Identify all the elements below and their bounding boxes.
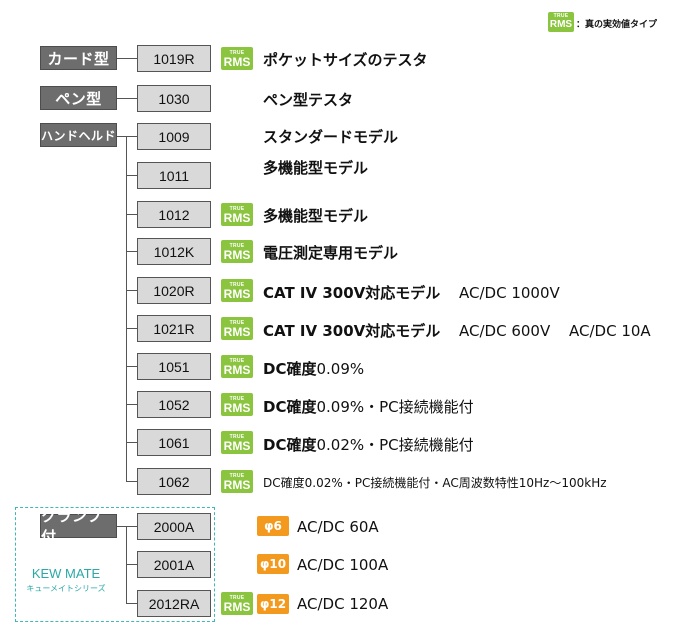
model-1011: 1011 [137,162,211,189]
model-1019r: 1019R [137,45,211,72]
desc-1021r-model: CAT IV 300V対応モデル [263,322,441,340]
kew-mate-subtitle: キューメイトシリーズ [26,584,106,593]
branch-2012ra [126,603,137,604]
model-1020r: 1020R [137,277,211,304]
connector-pen [117,98,137,99]
legend-rms-badge: TRUE RMS [548,12,574,32]
kew-mate-box [15,507,215,622]
model-1062: 1062 [137,468,211,495]
desc-1061: DC確度0.02%・PC接続機能付 [263,434,474,455]
desc-1051: DC確度0.09% [263,358,364,379]
desc-1052-label: DC確度 [263,398,317,416]
category-handheld: ハンドヘルド [40,123,117,147]
desc-1052: DC確度0.09%・PC接続機能付 [263,396,474,417]
desc-1021r-voltage: AC/DC 600V [459,322,551,340]
model-1061: 1061 [137,429,211,456]
legend-badge-top: TRUE [553,13,569,19]
connector-handheld [117,136,137,137]
desc-1011: 多機能型モデル [263,159,369,177]
branch-1051 [126,366,137,367]
branch-2001a [126,564,137,565]
branch-1052 [126,404,137,405]
desc-1012: 多機能型モデル [263,207,369,225]
model-1012k: 1012K [137,238,211,265]
phi-badge-2001a: φ10 [257,554,289,574]
desc-1062: DC確度0.02%・PC接続機能付・AC周波数特性10Hz〜100kHz [263,474,607,491]
model-1009: 1009 [137,123,211,150]
model-1052: 1052 [137,391,211,418]
branch-1011 [126,175,137,176]
branch-1012k [126,251,137,252]
desc-1020r-model: CAT IV 300V対応モデル [263,284,441,302]
desc-1021r-current: AC/DC 10A [569,322,651,340]
desc-1061-label: DC確度 [263,436,317,454]
phi-badge-2000a: φ6 [257,516,289,536]
desc-1052-value: 0.09%・PC接続機能付 [316,398,474,416]
phi-badge-2012ra: φ12 [257,594,289,614]
category-pen: ペン型 [40,86,117,110]
handheld-trunk [126,136,127,481]
connector-card [117,58,137,59]
model-1012: 1012 [137,201,211,228]
desc-1051-label: DC確度 [263,360,317,378]
desc-1020r: CAT IV 300V対応モデル AC/DC 1000V [263,282,560,303]
kew-mate-title: KEW MATE [31,566,101,581]
desc-1062-value: 0.02%・PC接続機能付・AC周波数特性 [304,476,519,490]
desc-1051-value: 0.09% [316,360,365,378]
desc-1021r: CAT IV 300V対応モデル AC/DC 600V AC/DC 10A [263,320,651,341]
branch-1062 [126,481,137,482]
desc-1012k: 電圧測定専用モデル [263,244,399,262]
desc-1062-range: 10Hz〜100kHz [518,476,607,490]
category-card: カード型 [40,46,117,70]
branch-1021r [126,328,137,329]
desc-1061-value: 0.02%・PC接続機能付 [316,436,474,454]
desc-1020r-range: AC/DC 1000V [459,284,560,302]
model-1021r: 1021R [137,315,211,342]
model-2001a: 2001A [137,551,211,578]
desc-2000a: AC/DC 60A [297,518,379,536]
desc-2001a: AC/DC 100A [297,556,389,574]
legend-badge-bottom: RMS [549,19,573,30]
model-1051: 1051 [137,353,211,380]
desc-1030: ペン型テスタ [263,91,354,109]
model-1030: 1030 [137,85,211,112]
legend-text: ：真の実効値タイプ [576,20,658,30]
model-2000a: 2000A [137,513,211,540]
desc-1009: スタンダードモデル [263,128,399,146]
branch-1020r [126,290,137,291]
desc-1019r: ポケットサイズのテスタ [263,51,428,69]
model-2012ra: 2012RA [137,590,211,617]
branch-1061 [126,442,137,443]
desc-2012ra: AC/DC 120A [297,595,389,613]
desc-1062-label: DC確度 [263,476,305,490]
connector-clamp [117,526,137,527]
branch-1012 [126,214,137,215]
